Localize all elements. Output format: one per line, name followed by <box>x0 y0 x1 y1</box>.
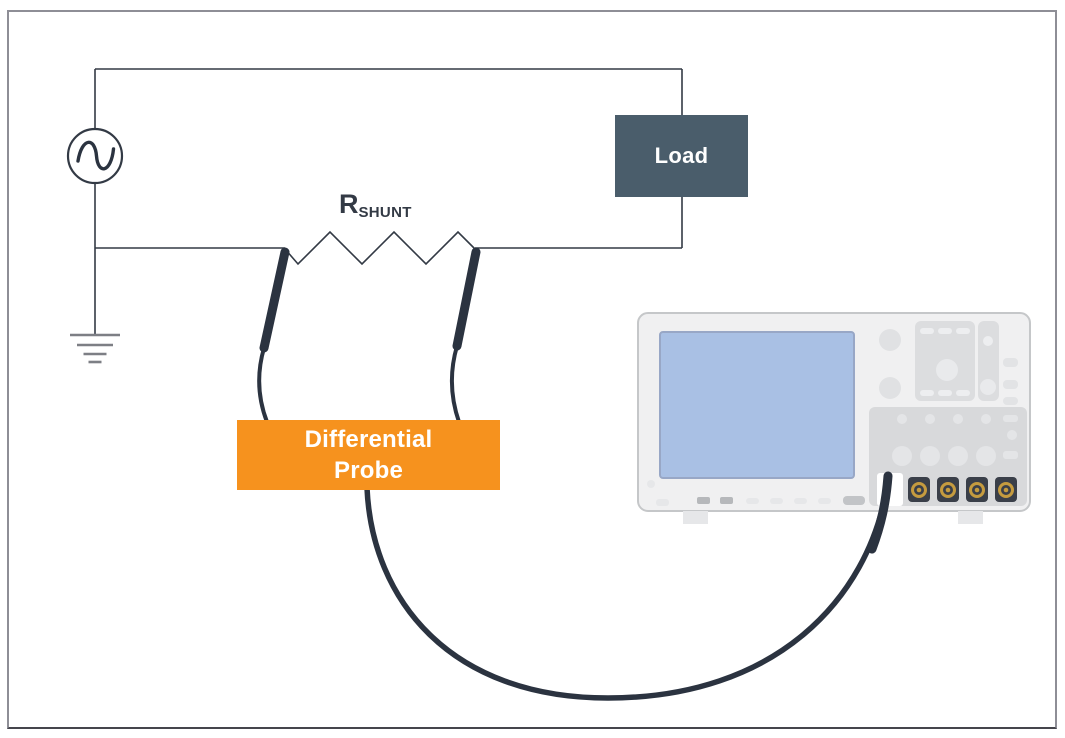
cable-plug <box>867 471 893 554</box>
scope-screen <box>659 331 855 479</box>
bnc-connector-icon <box>908 477 930 502</box>
scope-knob <box>948 446 968 466</box>
differential-probe-label: Differential Probe <box>304 426 433 484</box>
scope-knob <box>879 377 901 399</box>
probe-to-scope-cable <box>364 484 890 701</box>
circuit-wires <box>94 68 683 335</box>
scope-knob <box>936 359 958 381</box>
sine-wave-icon <box>76 140 116 171</box>
scope-control-strip <box>978 321 999 401</box>
ac-source-icon <box>66 127 124 185</box>
probe-lead-wire-left <box>257 346 269 424</box>
bnc-connector-icon <box>937 477 959 502</box>
load-box: Load <box>615 115 748 197</box>
scope-knob <box>976 446 996 466</box>
load-label: Load <box>654 143 709 168</box>
shunt-label-main: R <box>339 189 359 219</box>
scope-foot-right <box>958 511 983 524</box>
shunt-label-subscript: SHUNT <box>358 204 412 221</box>
probe-lead-wire-right <box>449 344 461 424</box>
probe-tip-right <box>452 247 481 351</box>
probe-leads <box>257 247 481 424</box>
scope-knob <box>892 446 912 466</box>
oscilloscope <box>637 312 1031 524</box>
scope-foot-left <box>683 511 708 524</box>
bnc-connector-icon <box>966 477 988 502</box>
probe-tip-left <box>259 247 290 353</box>
scope-knob <box>879 329 901 351</box>
diagram-border-frame <box>7 10 1057 729</box>
shunt-resistor-label: RSHUNT <box>339 189 412 221</box>
bnc-connector-icon <box>995 477 1017 502</box>
scope-side-buttons <box>1003 358 1018 405</box>
scope-bottom-buttons <box>647 480 865 506</box>
ground-icon <box>70 333 120 364</box>
scope-knob <box>920 446 940 466</box>
differential-probe-box: Differential Probe <box>237 420 500 490</box>
scope-control-panel-upper <box>915 321 975 401</box>
shunt-resistor-icon <box>284 230 476 266</box>
